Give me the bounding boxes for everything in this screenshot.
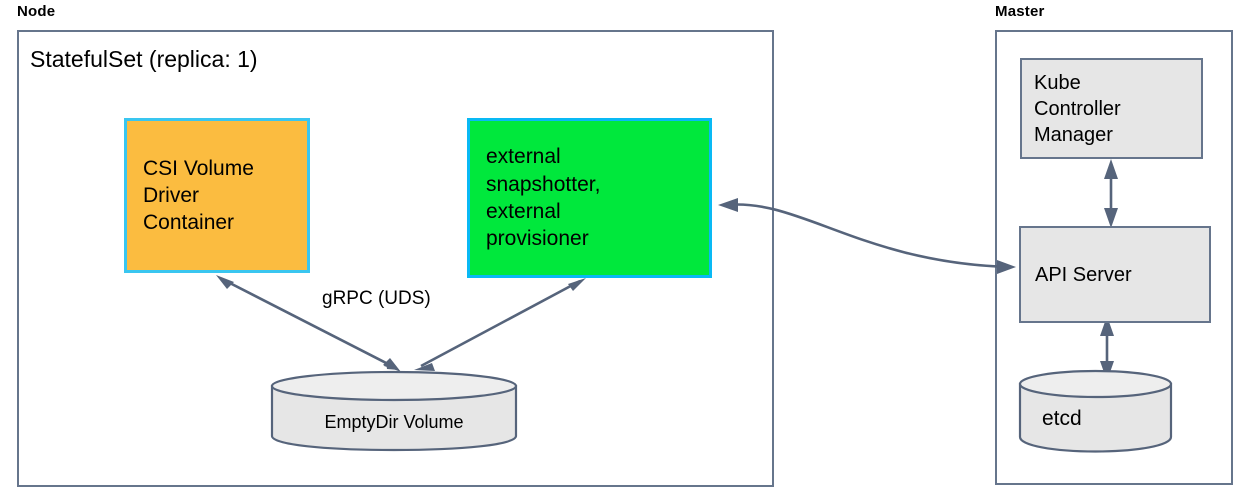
kcm-line-1: Kube [1034, 71, 1081, 94]
api-server-label: API Server [1035, 263, 1132, 286]
ext-line-3: external [486, 200, 561, 223]
kcm-line-3: Manager [1034, 123, 1113, 146]
etcd-label: etcd [1042, 407, 1082, 430]
csi-volume-driver-container[interactable]: CSI Volume Driver Container [124, 118, 310, 273]
emptydir-volume-label: EmptyDir Volume [324, 412, 464, 432]
etcd-shape [1018, 369, 1173, 453]
csi-line-2: Driver [143, 183, 199, 207]
csi-line-1: CSI Volume [143, 156, 254, 180]
kube-controller-manager-box[interactable]: Kube Controller Manager [1020, 58, 1203, 159]
ext-line-1: external [486, 145, 561, 169]
statefulset-title: StatefulSet (replica: 1) [30, 46, 258, 72]
csi-line-3: Container [143, 211, 235, 235]
emptydir-volume-cylinder[interactable]: EmptyDir Volume [270, 370, 518, 452]
api-server-box[interactable]: API Server [1019, 226, 1211, 323]
ext-line-2: snapshotter, [486, 172, 601, 196]
node-zone-label: Node [17, 3, 56, 20]
grpc-uds-label: gRPC (UDS) [322, 288, 431, 309]
ext-line-4: provisioner [486, 227, 589, 251]
kcm-line-2: Controller [1034, 97, 1121, 120]
master-zone-label: Master [995, 3, 1045, 20]
etcd-cylinder[interactable]: etcd [1018, 369, 1173, 455]
external-snapshotter-provisioner-container[interactable]: external snapshotter, external provision… [467, 118, 712, 278]
emptydir-volume-shape [270, 370, 518, 452]
